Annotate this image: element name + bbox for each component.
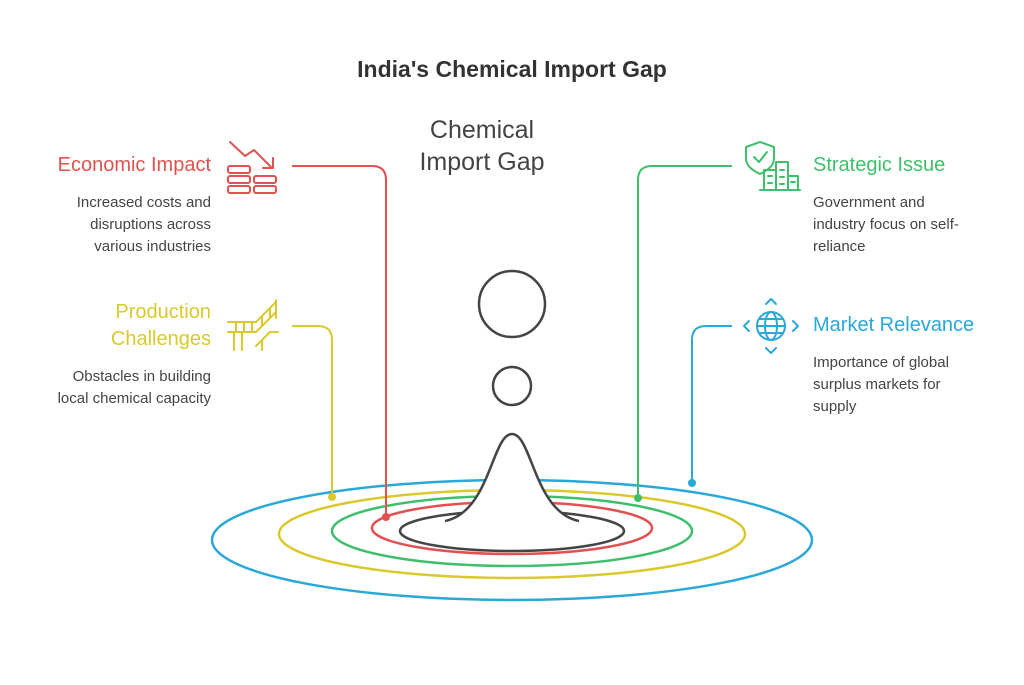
production-challenges-heading: Production Challenges [0,299,211,353]
strategic-issue-heading: Strategic Issue [813,154,946,176]
economic-impact-description: Increased costs and disruptions across v… [0,192,211,258]
economic-desc-line3: various industries [94,238,211,255]
economic-desc-line1: Increased costs and [76,194,211,211]
falling-coins-icon [227,141,277,194]
ladder-bridge-icon [227,299,279,351]
connector-dot-economic [382,513,390,521]
economic-desc-line2: disruptions across [90,216,211,233]
splash-peak [444,432,580,523]
strategic-desc-line1: Government and [813,194,925,211]
production-challenges-description: Obstacles in building local chemical cap… [0,366,211,410]
production-heading-line1: Production [115,301,211,323]
market-relevance-description: Importance of global surplus markets for… [813,352,1013,418]
production-desc-line2: local chemical capacity [57,390,211,407]
connector-dot-market [688,479,696,487]
center-label: Chemical Import Gap [392,114,572,178]
droplet-small [491,365,533,407]
market-desc-line2: surplus markets for [813,376,941,393]
market-desc-line1: Importance of global [813,354,949,371]
shield-buildings-icon [745,141,801,191]
market-relevance-heading: Market Relevance [813,314,975,336]
connector-strategic [637,165,732,498]
connector-market [691,325,732,483]
strategic-desc-line3: reliance [813,238,866,255]
center-label-line1: Chemical [429,116,535,144]
connector-dot-strategic [634,494,642,502]
economic-impact-heading: Economic Impact [57,154,211,176]
diagram-title: India's Chemical Import Gap [357,56,667,82]
connector-production [292,325,333,497]
market-desc-line3: supply [813,398,857,415]
production-heading-line2: Challenges [110,328,211,350]
connector-dot-production [328,493,336,501]
production-desc-line1: Obstacles in building [72,368,211,385]
strategic-desc-line2: industry focus on self- [813,216,959,233]
droplet-large [477,269,547,339]
globe-arrows-icon [743,298,799,354]
connector-economic [292,165,387,517]
center-label-line2: Import Gap [419,148,545,176]
strategic-issue-description: Government and industry focus on self- r… [813,192,1013,258]
